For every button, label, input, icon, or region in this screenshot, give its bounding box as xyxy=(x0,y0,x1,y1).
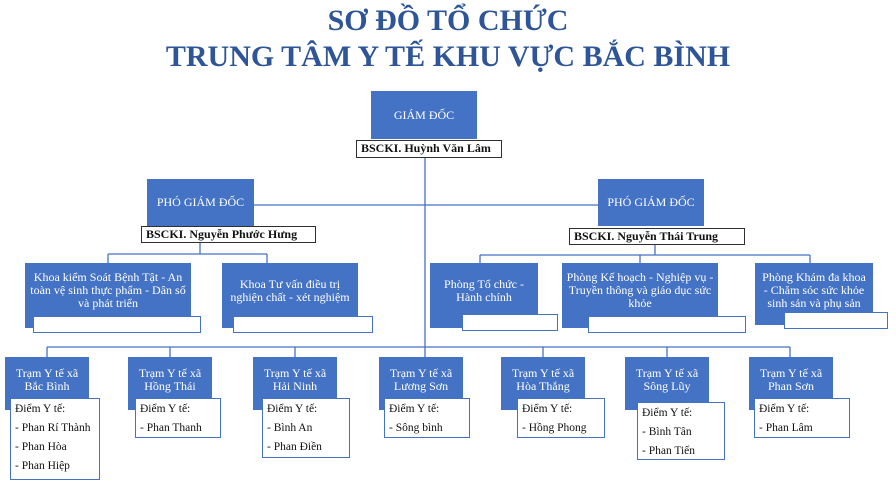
points-title: Điểm Y tế: xyxy=(759,403,810,415)
health-point: - Phan Thanh xyxy=(140,422,202,434)
health-point: - Phan Rí Thành xyxy=(15,422,91,434)
director-title: GIÁM ĐỐC xyxy=(393,107,455,122)
department-planning-operations-field xyxy=(588,316,746,333)
station-luong-son-points: Điểm Y tế: - Sông bình xyxy=(384,398,470,438)
chart-title-line2: TRUNG TÂM Y TẾ KHU VỰC BẮC BÌNH xyxy=(165,40,731,73)
deputy-left-box: PHÓ GIÁM ĐỐC xyxy=(147,179,254,226)
station-hong-thai-points: Điểm Y tế: - Phan Thanh xyxy=(135,398,221,438)
station-bac-binh-points: Điểm Y tế: - Phan Rí Thành - Phan Hòa - … xyxy=(10,398,100,480)
chart-title-line1: SƠ ĐỒ TỔ CHỨC xyxy=(327,4,569,37)
health-point: - Phan Tiến xyxy=(642,445,696,457)
department-polyclinic-field xyxy=(784,312,888,329)
points-title: Điểm Y tế: xyxy=(522,403,573,415)
deputy-right-box: PHÓ GIÁM ĐỐC xyxy=(598,179,704,226)
station-hai-ninh-points: Điểm Y tế: - Bình An - Phan Điền xyxy=(262,398,350,458)
department-disease-control-field xyxy=(33,316,201,333)
health-point: - Sông bình xyxy=(389,422,443,434)
health-point: - Bình An xyxy=(267,422,313,434)
director-box: GIÁM ĐỐC xyxy=(371,91,477,139)
points-title: Điểm Y tế: xyxy=(267,403,318,415)
department-organization-admin: Phòng Tổ chức - Hành chính xyxy=(430,263,538,328)
station-hoa-thang-points: Điểm Y tế: - Hồng Phong xyxy=(517,398,605,438)
station-song-luy-points: Điểm Y tế: - Bình Tân - Phan Tiến xyxy=(637,402,725,460)
points-title: Điểm Y tế: xyxy=(389,403,440,415)
station-song-luy: Trạm Y tế xã Sông Lũy xyxy=(625,357,709,410)
deputy-right-title: PHÓ GIÁM ĐỐC xyxy=(607,195,695,209)
health-point: - Phan Hiệp xyxy=(15,460,70,472)
director-name: BSCKI. Huỳnh Văn Lâm xyxy=(356,140,502,158)
station-phan-son-points: Điểm Y tế: - Phan Lâm xyxy=(754,398,850,438)
deputy-left-name: BSCKI. Nguyễn Phước Hưng xyxy=(141,226,316,243)
department-addiction-counseling-field xyxy=(233,316,373,333)
health-point: - Hồng Phong xyxy=(522,422,587,434)
health-point: - Phan Hòa xyxy=(15,441,67,453)
health-point: - Phan Lâm xyxy=(759,422,813,434)
points-title: Điểm Y tế: xyxy=(642,407,693,419)
points-title: Điểm Y tế: xyxy=(140,403,191,415)
points-title: Điểm Y tế: xyxy=(15,403,66,415)
department-organization-admin-field xyxy=(462,314,558,331)
health-point: - Bình Tân xyxy=(642,426,692,438)
health-point: - Phan Điền xyxy=(267,441,322,453)
deputy-left-title: PHÓ GIÁM ĐỐC xyxy=(156,195,245,209)
deputy-right-name: BSCKI. Nguyễn Thái Trung xyxy=(569,228,745,245)
